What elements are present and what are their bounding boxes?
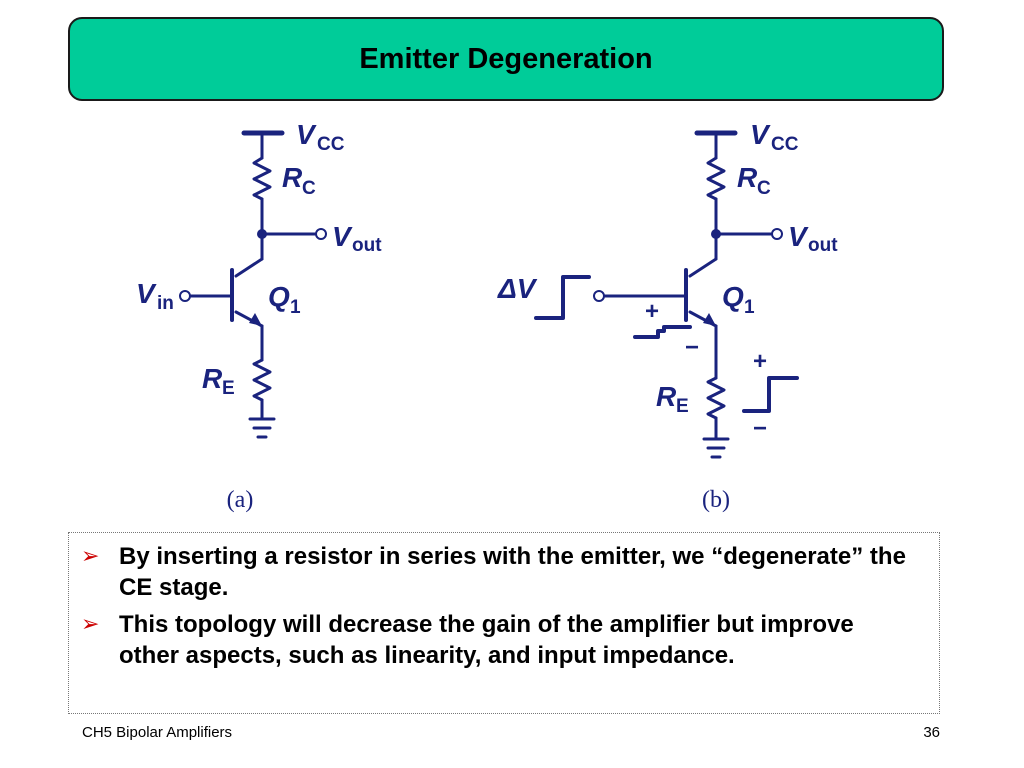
arrow-bullet-icon: ➢ <box>81 544 100 569</box>
q1-label-b: Q <box>722 281 744 312</box>
vre-step-waveform <box>742 376 799 413</box>
circuit-b-wires <box>534 130 799 459</box>
circuit-a-nodes <box>257 229 267 239</box>
list-item: ➢ This topology will decrease the gain o… <box>81 609 919 671</box>
vin-label-a: V <box>136 278 157 309</box>
rc-label-b: R <box>737 162 758 193</box>
vin-terminal-a <box>179 290 191 302</box>
list-item: ➢ By inserting a resistor in series with… <box>81 541 919 603</box>
re-sub-a: E <box>222 378 235 399</box>
q1-sub-b: 1 <box>744 297 755 318</box>
emitter-arrow-b-icon <box>703 313 716 326</box>
arrow-bullet-icon: ➢ <box>81 612 100 637</box>
footer-chapter: CH5 Bipolar Amplifiers <box>82 724 233 741</box>
vout-terminal-a <box>315 228 327 240</box>
rc-label-a: R <box>282 162 303 193</box>
vout-sub-b: out <box>808 235 838 256</box>
vcc-sub-b: CC <box>771 134 799 155</box>
vout-label-a: V <box>332 221 353 252</box>
caption-b: (b) <box>702 487 730 513</box>
bullet-text: By inserting a resistor in series with t… <box>119 543 906 601</box>
vbe-step-waveform <box>633 325 692 339</box>
emitter-arrow-a-icon <box>249 313 262 326</box>
vout-sub-a: out <box>352 235 382 256</box>
vin-sub-a: in <box>157 293 174 314</box>
caption-a: (a) <box>227 487 254 513</box>
circuit-diagrams: V CC R C V out V in Q 1 R E (a) V CC R C… <box>136 119 838 513</box>
plus-re-label: + <box>753 348 767 375</box>
input-step-waveform <box>534 275 591 320</box>
vout-terminal-b <box>771 228 783 240</box>
vcc-label-b: V <box>750 119 771 150</box>
q1-label-a: Q <box>268 281 290 312</box>
page-number: 36 <box>923 724 940 741</box>
dv-terminal-b <box>593 290 605 302</box>
circuit-a-wires <box>188 130 318 439</box>
minus-be-label: − <box>685 334 699 361</box>
rc-sub-a: C <box>302 178 316 199</box>
vout-label-b: V <box>788 221 809 252</box>
re-sub-b: E <box>676 396 689 417</box>
plus-be-label: + <box>645 298 659 325</box>
bullet-text: This topology will decrease the gain of … <box>119 611 854 669</box>
vcc-sub-a: CC <box>317 134 345 155</box>
re-label-a: R <box>202 363 223 394</box>
delta-v-label: ΔV <box>497 273 538 304</box>
minus-re-label: − <box>753 415 767 442</box>
q1-sub-a: 1 <box>290 297 301 318</box>
title-banner: Emitter Degeneration <box>68 17 944 101</box>
vcc-label-a: V <box>296 119 317 150</box>
bullet-list: ➢ By inserting a resistor in series with… <box>68 532 940 714</box>
rc-sub-b: C <box>757 178 771 199</box>
re-label-b: R <box>656 381 677 412</box>
circuit-b-nodes <box>711 229 721 239</box>
slide-title: Emitter Degeneration <box>359 42 653 75</box>
